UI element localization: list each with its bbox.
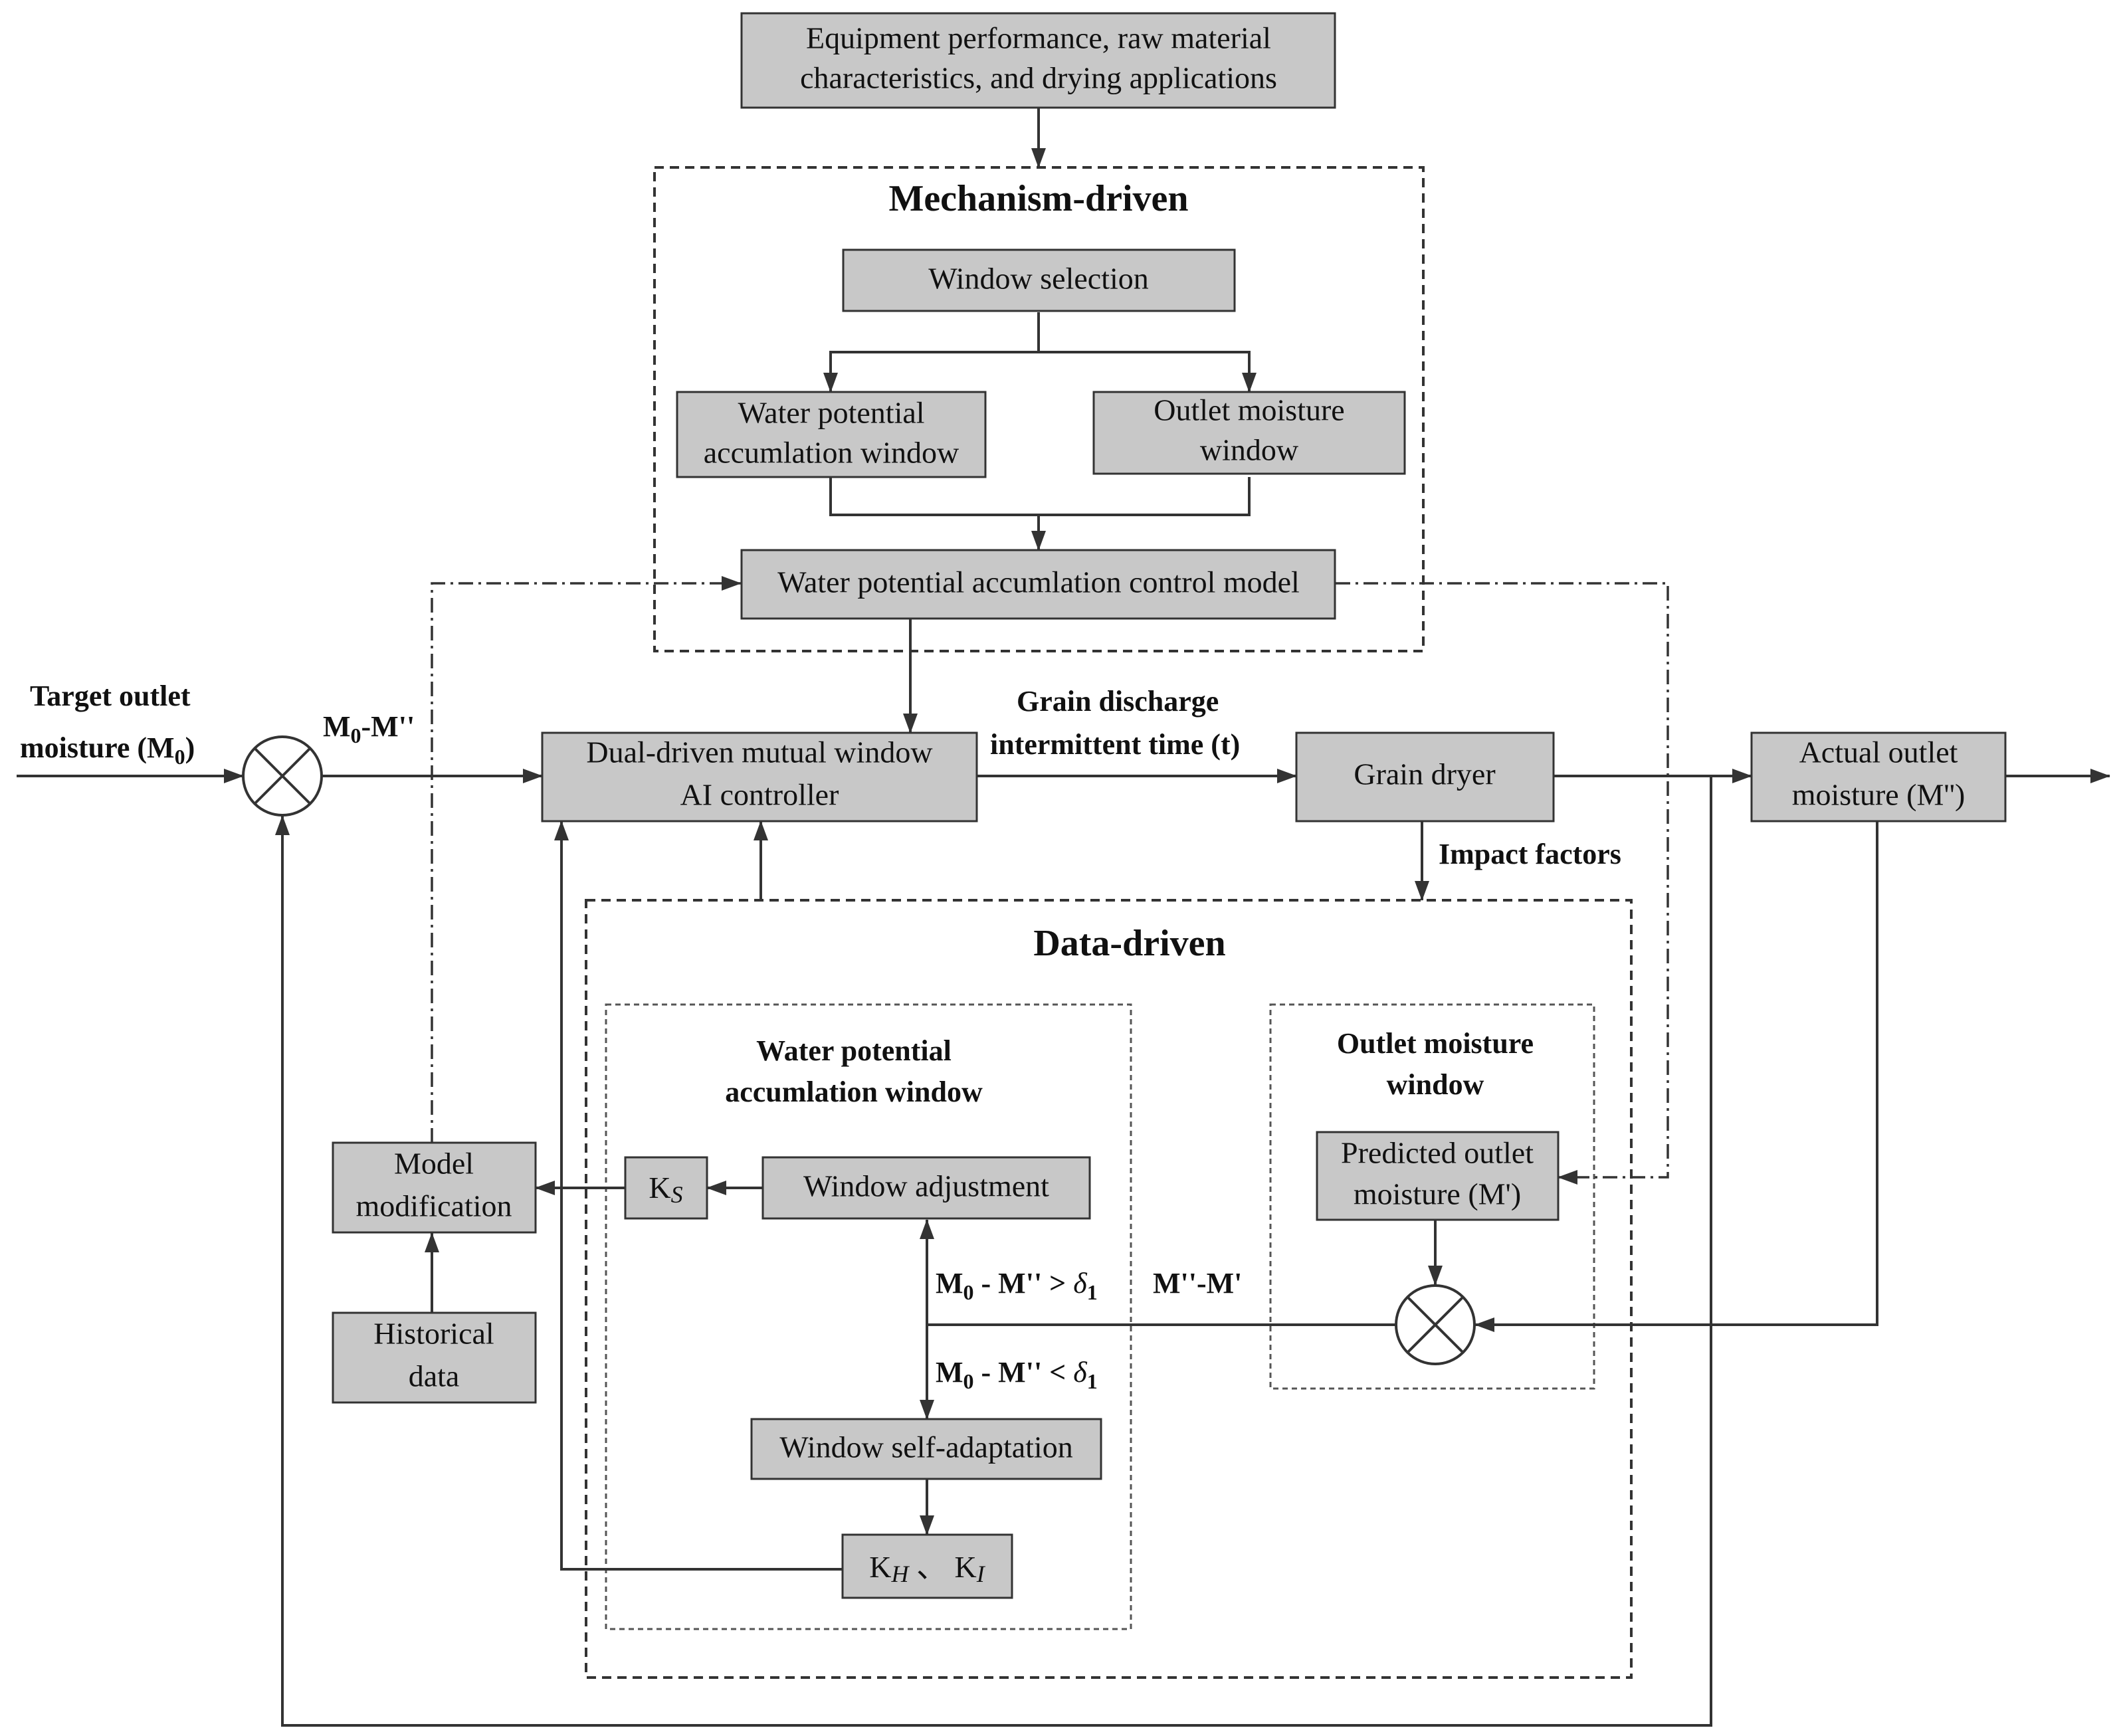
actual-outlet-box: Actual outlet moisture (M'') [1750,731,2007,822]
cond-gt-delta-subscript: 1 [1087,1280,1098,1304]
grain-discharge-label-line2: intermittent time (t) [990,728,1240,761]
svg-text:characteristics, and drying ap: characteristics, and drying applications [800,61,1277,95]
control-model-box: Water potential accumlation control mode… [740,549,1336,620]
svg-text:Equipment performance, raw mat: Equipment performance, raw material [806,21,1271,55]
wp-window-top-box: Water potential accumlation window [676,391,987,478]
grain-discharge-label-line1: Grain discharge [1017,685,1219,718]
kh-subscript: H [891,1561,910,1587]
arrow-kh-ki-to-controller [554,820,843,1571]
cond-lt-delta-subscript: 1 [1087,1369,1098,1393]
window-selection-box: Window selection [842,248,1236,312]
svg-text:Predicted outlet: Predicted outlet [1341,1136,1534,1170]
ks-main-text: K [649,1171,670,1205]
error-label: M0-M'' [323,710,415,747]
svg-text:moisture (M''): moisture (M'') [1792,778,1966,812]
summing-junction-prediction [1395,1284,1476,1365]
target-label-line2: moisture (M0) [20,731,195,769]
window-self-adaptation-box: Window self-adaptation [750,1418,1102,1480]
svg-text:moisture (M'): moisture (M') [1354,1177,1521,1211]
outlet-window-label-line1: Outlet moisture [1337,1027,1534,1060]
historical-data-box: Historical data [332,1311,537,1404]
wp-window-frame [605,1003,1132,1630]
cond-lt-delta: δ [1073,1356,1088,1389]
outlet-window-top-box: Outlet moisture window [1092,391,1406,475]
condition-greater-label: M0 - M'' > δ1 [936,1267,1098,1304]
cond-lt-rest: - M'' < [974,1356,1074,1389]
arrow-selection-to-wp-window [823,312,1040,393]
target-label-close: ) [185,731,195,764]
ki-main-text: 、 K [909,1550,977,1584]
summing-junction-main [242,735,323,817]
cond-gt-m: M [936,1267,963,1300]
dashdot-control-model-to-predicted [1336,582,1669,1185]
prediction-error-label: M''-M' [1153,1267,1242,1300]
condition-less-label: M0 - M'' < δ1 [936,1356,1098,1393]
model-modification-box: Model modification [332,1141,537,1234]
mechanism-driven-title: Mechanism-driven [888,178,1188,219]
svg-text:Model: Model [394,1147,474,1181]
ks-subscript: S [671,1181,683,1208]
ki-subscript: I [976,1561,986,1587]
error-label-m: M [323,710,351,743]
cond-gt-subscript: 0 [963,1280,974,1304]
svg-text:Water potential: Water potential [738,396,924,430]
arrow-feedback-loop [275,776,1712,1727]
kh-ki-box: KH 、 KI [841,1533,1013,1599]
target-label-text: moisture (M [20,731,175,764]
svg-text:Outlet moisture: Outlet moisture [1154,393,1344,427]
data-driven-title: Data-driven [1033,923,1225,964]
wp-window-label-line2: accumlation window [725,1076,983,1108]
svg-text:KS: KS [649,1171,682,1208]
svg-text:Actual outlet: Actual outlet [1799,735,1958,769]
svg-text:data: data [409,1359,460,1393]
svg-text:Water potential accumlation co: Water potential accumlation control mode… [777,565,1300,599]
error-label-subscript: 0 [351,723,361,747]
svg-text:Grain dryer: Grain dryer [1354,757,1495,791]
predicted-outlet-box: Predicted outlet moisture (M') [1316,1131,1560,1221]
error-label-rest: -M'' [361,710,415,743]
wp-window-label-line1: Water potential [756,1034,952,1067]
cond-gt-rest: - M'' > [974,1267,1074,1300]
target-label-subscript: 0 [175,745,185,769]
cond-gt-delta: δ [1073,1267,1088,1300]
svg-text:Dual-driven mutual window: Dual-driven mutual window [586,735,933,769]
outlet-window-label-line2: window [1387,1068,1484,1101]
data-driven-frame [585,899,1633,1679]
svg-text:window: window [1200,433,1299,467]
svg-text:KH 、 KI: KH 、 KI [869,1550,985,1588]
outlet-window-frame [1269,1003,1595,1390]
impact-factors-label: Impact factors [1439,838,1621,870]
svg-text:Window selection: Window selection [928,262,1149,296]
equipment-box: Equipment performance, raw material char… [740,12,1336,109]
svg-text:Historical: Historical [373,1317,494,1351]
controller-box: Dual-driven mutual window AI controller [541,731,978,822]
svg-text:accumlation window: accumlation window [704,436,959,470]
svg-text:Window adjustment: Window adjustment [803,1169,1049,1203]
dashdot-modification-to-control-model [431,576,742,1143]
svg-text:AI controller: AI controller [680,778,839,812]
arrow-selection-to-outlet-window [1039,351,1257,393]
kh-main-text: K [869,1550,891,1584]
target-label-line1: Target outlet [30,680,191,712]
cond-lt-m: M [936,1356,963,1389]
ks-box: KS [624,1156,708,1220]
arrow-actual-to-comparator [1474,821,1878,1332]
grain-dryer-box: Grain dryer [1295,731,1555,822]
merge-windows-line [829,477,1251,516]
cond-lt-subscript: 0 [963,1369,974,1393]
window-adjustment-box: Window adjustment [761,1156,1091,1220]
svg-text:Window self-adaptation: Window self-adaptation [779,1430,1072,1464]
svg-text:modification: modification [355,1189,512,1223]
